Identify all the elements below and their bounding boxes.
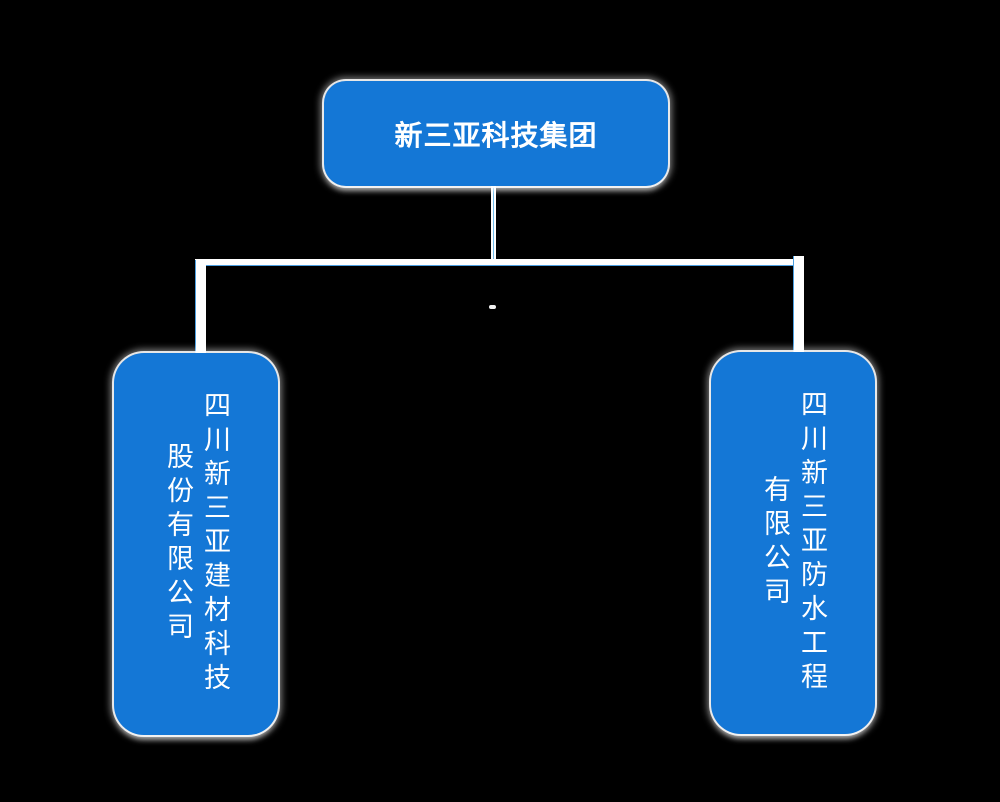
org-node-group: 新三亚科技集团: [324, 81, 668, 186]
org-node-subsidiary-building-materials: 四川新三亚建材科技 股份有限公司: [114, 353, 278, 735]
org-node-subsidiary-waterproofing: 四川新三亚防水工程 有限公司: [711, 352, 875, 734]
connector-left-drop: [195, 260, 206, 353]
connector-root-stub: [491, 185, 496, 266]
org-node-subsidiary-waterproofing-label: 四川新三亚防水工程 有限公司: [760, 390, 827, 696]
connector-right-drop: [793, 256, 804, 352]
connector-horizontal: [195, 259, 794, 266]
org-node-subsidiary-building-materials-label: 四川新三亚建材科技 股份有限公司: [163, 391, 230, 697]
stray-artifact-dot: [489, 305, 496, 309]
org-node-group-label: 新三亚科技集团: [394, 119, 598, 151]
